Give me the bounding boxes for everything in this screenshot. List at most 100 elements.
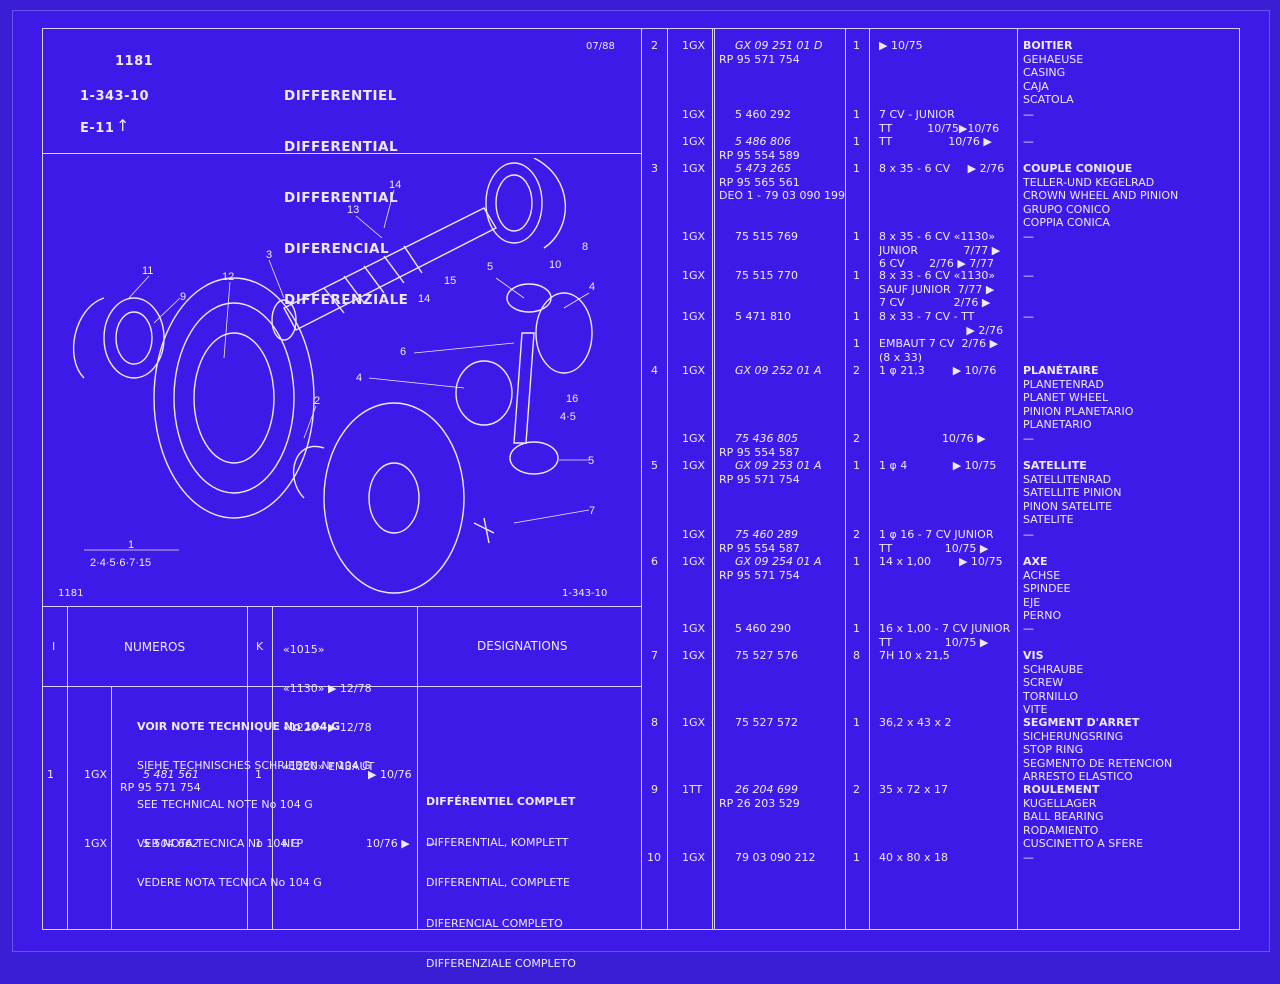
- row1-number-rp: RP 95 571 754: [120, 781, 201, 794]
- row-code: 1GX: [682, 310, 706, 323]
- r-col-code-line2: [714, 28, 715, 930]
- model-1130: «1130» ▶ 12/78: [283, 682, 372, 695]
- sheet-titles: DIFFERENTIEL DIFFERENTIAL DIFFERENTIAL D…: [284, 54, 408, 326]
- row1-index: 1: [47, 768, 54, 781]
- row-applicability: 7H 10 x 21,5: [879, 649, 950, 662]
- row-designation: RODAMIENTO: [1023, 823, 1099, 837]
- row-number: 75 515 770: [735, 269, 798, 282]
- row-qty: 1: [853, 108, 860, 121]
- row-designation: COUPLE CONIQUE: [1023, 162, 1133, 175]
- callout-5a: 5: [487, 261, 493, 273]
- title-en: DIFFERENTIAL: [284, 190, 399, 206]
- satellite-bottom: [509, 441, 559, 475]
- row-applicability: 35 x 72 x 17: [879, 783, 948, 796]
- row-designation: SATELLITE: [1023, 459, 1087, 472]
- satellite-top: [506, 283, 552, 313]
- sheet-date: 07/88: [586, 41, 615, 52]
- row-designation: PERNO: [1023, 609, 1062, 622]
- row-designation: VITE: [1023, 703, 1048, 716]
- row-applicability: ▶ 2/76: [879, 323, 1004, 337]
- row1-code: 1GX: [84, 768, 108, 781]
- callout-4a: 4: [589, 281, 595, 293]
- row-index: 9: [651, 783, 658, 796]
- callout-12: 12: [222, 271, 234, 283]
- row2-code: 1GX: [84, 837, 108, 850]
- row-designation: KUGELLAGER: [1023, 796, 1097, 810]
- row-applicability: SAUF JUNIOR 7/77 ▶: [879, 282, 995, 296]
- row-applicability: 16 x 1,00 - 7 CV JUNIOR: [879, 622, 1011, 635]
- callout-8: 8: [582, 241, 588, 253]
- row-code: 1GX: [682, 269, 706, 282]
- col-num-header: NUMEROS: [124, 640, 186, 654]
- row-designation: SCHRAUBE: [1023, 662, 1084, 676]
- row-designation: SEGMENT D'ARRET: [1023, 716, 1140, 729]
- row-designation: VIS: [1023, 649, 1044, 662]
- row2-qty: 1: [255, 837, 262, 850]
- row1-qty: 1: [255, 768, 262, 781]
- row-code: 1GX: [682, 649, 706, 662]
- col-i-line: [67, 606, 68, 930]
- row-number: DEO 1 - 79 03 090 199: [719, 189, 846, 202]
- row-index: 4: [651, 364, 658, 377]
- up-arrow-icon: ↑: [116, 116, 130, 135]
- row-number: GX 09 253 01 A: [735, 459, 822, 472]
- callout-9: 9: [180, 291, 186, 303]
- row-applicability: 8 x 35 - 6 CV ▶ 2/76: [879, 162, 1005, 175]
- row2-des: —: [426, 837, 437, 850]
- row-code: 1GX: [682, 459, 706, 472]
- row-designation: PINON SATELITE: [1023, 499, 1113, 513]
- row-qty: 1: [853, 622, 860, 635]
- row-index: 10: [647, 851, 661, 864]
- row-designation: —: [1023, 432, 1034, 445]
- planet-gear-right: [535, 292, 593, 374]
- model-1220: «1220» ▶ 12/78: [283, 721, 372, 734]
- col-app-line: [417, 606, 418, 930]
- row-applicability: 36,2 x 43 x 2: [879, 716, 952, 729]
- row-number: GX 09 251 01 D: [735, 39, 823, 52]
- row1-des-en: DIFFERENTIAL, COMPLETE: [426, 876, 570, 889]
- col-k-line: [272, 606, 273, 930]
- row-applicability: 7 CV 2/76 ▶: [879, 296, 991, 309]
- row-code: 1GX: [682, 108, 706, 121]
- row-designation: SCREW: [1023, 676, 1064, 689]
- callout-14a: 14: [389, 179, 401, 191]
- row-applicability: 8 x 33 - 6 CV «1130»: [879, 269, 996, 282]
- row-index: 5: [651, 459, 658, 472]
- col-k-header: K: [256, 640, 264, 653]
- row-designation: STOP RING: [1023, 743, 1084, 756]
- row-designation: —: [1023, 622, 1034, 635]
- r-col-num-line: [845, 28, 846, 930]
- row-code: 1TT: [682, 783, 703, 796]
- row-designation: BOITIER: [1023, 39, 1073, 52]
- row-applicability: 6 CV 2/76 ▶ 7/77: [879, 257, 995, 270]
- row-qty: 2: [853, 364, 860, 377]
- col-num-line: [247, 606, 248, 930]
- row1-des-fr: DIFFÉRENTIEL COMPLET: [426, 795, 576, 808]
- callout-15: 15: [444, 275, 456, 287]
- r-col-i-line: [667, 28, 668, 930]
- row-designation: —: [1023, 851, 1034, 864]
- sheet-code: 1181: [115, 54, 154, 69]
- callout-4b: 4: [356, 372, 362, 384]
- callout-1: 1: [128, 539, 134, 551]
- row-designation: SATELLITE PINION: [1023, 486, 1122, 499]
- technical-note: VOIR NOTE TECHNIQUE No 104 G SIEHE TECHN…: [137, 694, 371, 902]
- row-designation: ARRESTO ELASTICO: [1023, 770, 1133, 783]
- model-1220-embaut: «1220» EMBAUT: [283, 760, 375, 773]
- title-de: DIFFERENTIAL: [284, 139, 399, 155]
- row-designation: SCATOLA: [1023, 93, 1074, 106]
- row-qty: 1: [853, 39, 860, 52]
- col-des-header: DESIGNATIONS: [477, 639, 568, 653]
- row-number: GX 09 254 01 A: [735, 555, 822, 568]
- callout-11: 11: [142, 265, 153, 277]
- drawing-foot-left: 1181: [58, 588, 84, 599]
- row-number: 79 03 090 212: [735, 851, 816, 864]
- row-code: 1GX: [682, 622, 706, 635]
- diff-case: [292, 402, 465, 594]
- row-number: RP 95 554 587: [719, 445, 800, 459]
- row-designation: ACHSE: [1023, 568, 1061, 582]
- row-designation: COPPIA CONICA: [1023, 216, 1110, 229]
- row-designation: CROWN WHEEL AND PINION: [1023, 189, 1179, 202]
- row-designation: SEGMENTO DE RETENCION: [1023, 756, 1173, 770]
- row-code: 1GX: [682, 39, 706, 52]
